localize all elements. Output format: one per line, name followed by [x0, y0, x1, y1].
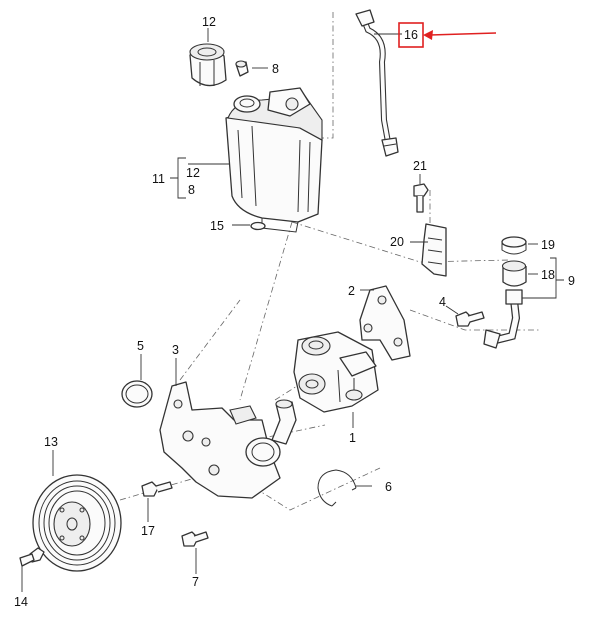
callout-9: 9	[568, 274, 575, 288]
callout-labels: 12 8 11 12 8 15 16 21 20 19 18 9 4 2 1 3…	[14, 15, 575, 609]
callout-15: 15	[210, 219, 224, 233]
part-16-line	[355, 9, 399, 157]
part-12-cap	[189, 43, 227, 87]
part-11-reservoir	[225, 87, 323, 233]
part-2-bracket	[359, 285, 411, 361]
callout-6: 6	[385, 480, 392, 494]
callout-16: 16	[404, 28, 418, 42]
part-14-bolt	[19, 547, 45, 567]
part-19-clamp	[501, 236, 527, 255]
part-7-bolt	[181, 531, 209, 547]
part-3-housing	[159, 381, 297, 499]
part-21-bolt	[413, 183, 429, 213]
callout-13: 13	[44, 435, 58, 449]
callout-8: 8	[272, 62, 279, 76]
callout-5: 5	[137, 339, 144, 353]
part-17-bolt	[141, 481, 173, 497]
part-18-sleeve	[501, 260, 527, 287]
part-5-seal	[121, 380, 153, 408]
part-4-bolt	[455, 311, 485, 327]
part-9-hose	[483, 289, 523, 349]
highlight-arrow-line	[429, 32, 497, 36]
callout-18: 18	[541, 268, 555, 282]
callout-11: 11	[152, 172, 165, 186]
part-20-bracket	[421, 223, 447, 277]
part-13-pulley	[32, 474, 122, 572]
highlight-arrow-head-icon	[423, 30, 433, 40]
callout-12: 12	[202, 15, 216, 29]
callout-1: 1	[349, 431, 356, 445]
callout-4: 4	[439, 295, 446, 309]
callout-2: 2	[348, 284, 355, 298]
callout-20: 20	[390, 235, 404, 249]
part-16-highlight	[398, 22, 497, 48]
part-6-clip	[317, 469, 357, 507]
callout-21: 21	[413, 159, 427, 173]
callout-3: 3	[172, 343, 179, 357]
callout-17: 17	[141, 524, 155, 538]
part-8-plug	[235, 60, 249, 77]
part-1-pump	[293, 331, 379, 413]
part-15-oring	[250, 221, 266, 231]
callout-11-sub-12: 12	[186, 166, 200, 180]
leader-lines	[21, 28, 564, 592]
callout-11-sub-8: 8	[188, 183, 195, 197]
callout-14: 14	[14, 595, 28, 609]
callout-19: 19	[541, 238, 555, 252]
callout-7: 7	[192, 575, 199, 589]
